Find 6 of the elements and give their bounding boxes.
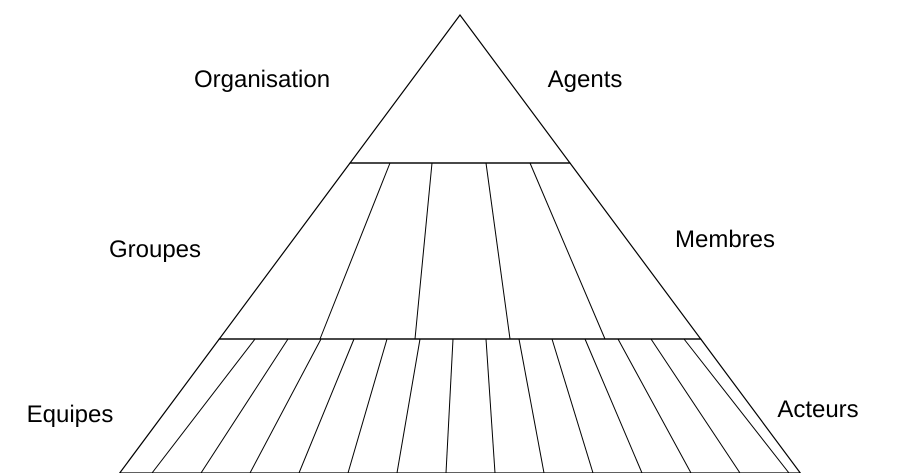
tier-label: Membres (674, 228, 776, 252)
tier-label: Acteurs (777, 398, 859, 422)
tier-label: Agents (548, 68, 622, 92)
tier-label: Groupes (108, 238, 202, 262)
tier-label: Equipes (26, 403, 114, 427)
tier-label: Organisation (194, 68, 330, 92)
